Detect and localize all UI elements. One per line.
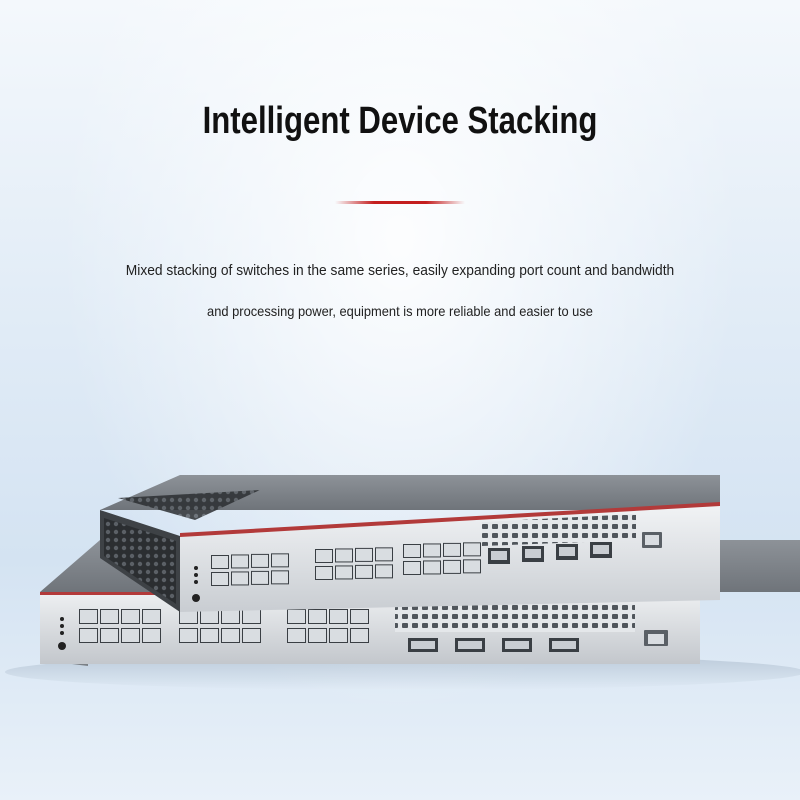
upper-rj45-port	[356, 565, 372, 578]
lower-rj45-port	[201, 610, 218, 623]
upper-rj45-port	[272, 571, 288, 584]
upper-rj45-port	[316, 550, 332, 562]
lower-led-2	[60, 624, 64, 628]
upper-switch-top-vent	[118, 490, 260, 520]
lower-switch-vent	[395, 604, 635, 632]
lower-rj45-port	[309, 629, 326, 642]
lower-rj45-port	[351, 629, 368, 642]
lower-sfp-port	[505, 641, 529, 649]
description-line-1: Mixed stacking of switches in the same s…	[125, 262, 675, 279]
upper-rj45-port	[356, 548, 372, 561]
upper-rj45-port	[404, 562, 420, 574]
upper-rj45-port	[444, 560, 460, 573]
upper-rj45-port	[336, 549, 352, 562]
upper-switch-stripe	[180, 502, 720, 537]
lower-rj45-port	[122, 610, 139, 623]
upper-rj45-port	[464, 560, 480, 573]
upper-sfp-port	[525, 549, 541, 558]
lower-sfp-port	[411, 641, 435, 649]
lower-rj45-port	[330, 629, 347, 642]
lower-reset-button	[58, 642, 66, 650]
upper-rj45-port	[376, 565, 392, 578]
lower-rj45-port	[351, 610, 368, 623]
upper-rj45-port	[252, 554, 268, 567]
upper-led-3	[194, 580, 198, 584]
lower-rj45-port	[101, 610, 118, 623]
lower-rj45-port	[180, 629, 197, 642]
lower-rj45-port	[309, 610, 326, 623]
upper-sfp-port	[559, 547, 575, 556]
upper-led-1	[194, 566, 198, 570]
upper-switch-side-vent	[104, 518, 176, 604]
upper-led-2	[194, 573, 198, 577]
page-title: Intelligent Device Stacking	[202, 100, 598, 142]
title-accent-line	[335, 201, 465, 204]
lower-sfp-port	[552, 641, 576, 649]
upper-rj45-port	[404, 545, 420, 557]
upper-rj45-port	[232, 555, 248, 568]
description-line-2: and processing power, equipment is more …	[207, 303, 593, 319]
lower-rj45-port	[222, 610, 239, 623]
lower-led-1	[60, 617, 64, 621]
lower-rj45-port	[288, 610, 305, 623]
upper-switch-vent	[482, 514, 636, 546]
upper-rj45-port	[424, 544, 440, 557]
upper-rj45-port	[316, 567, 332, 579]
upper-rj45-port	[336, 566, 352, 579]
lower-rj45-port	[243, 629, 260, 642]
lower-rj45-port	[101, 629, 118, 642]
lower-rj45-port	[243, 610, 260, 623]
lower-console-port-inner	[648, 634, 664, 644]
upper-rj45-port	[376, 548, 392, 561]
upper-rj45-port	[252, 571, 268, 584]
upper-rj45-port	[444, 543, 460, 556]
lower-rj45-port	[222, 629, 239, 642]
upper-rj45-port	[272, 554, 288, 567]
lower-rj45-port	[80, 610, 97, 623]
lower-rj45-port	[330, 610, 347, 623]
lower-rj45-port	[143, 610, 160, 623]
upper-switch	[100, 475, 720, 612]
upper-sfp-port	[593, 545, 609, 554]
upper-rj45-port	[464, 543, 480, 556]
lower-rj45-port	[143, 629, 160, 642]
upper-reset-button	[192, 594, 200, 602]
lower-led-3	[60, 631, 64, 635]
lower-rj45-port	[288, 629, 305, 642]
lower-rj45-port	[180, 610, 197, 623]
lower-sfp-port	[458, 641, 482, 649]
lower-rj45-port	[201, 629, 218, 642]
upper-rj45-port	[424, 561, 440, 574]
upper-rj45-port	[212, 573, 228, 585]
upper-console-port-inner	[645, 535, 659, 545]
upper-sfp-port	[491, 551, 507, 560]
lower-rj45-port	[80, 629, 97, 642]
upper-rj45-port	[232, 572, 248, 585]
upper-switch-top	[100, 475, 720, 510]
lower-rj45-port	[122, 629, 139, 642]
upper-rj45-port	[212, 556, 228, 568]
